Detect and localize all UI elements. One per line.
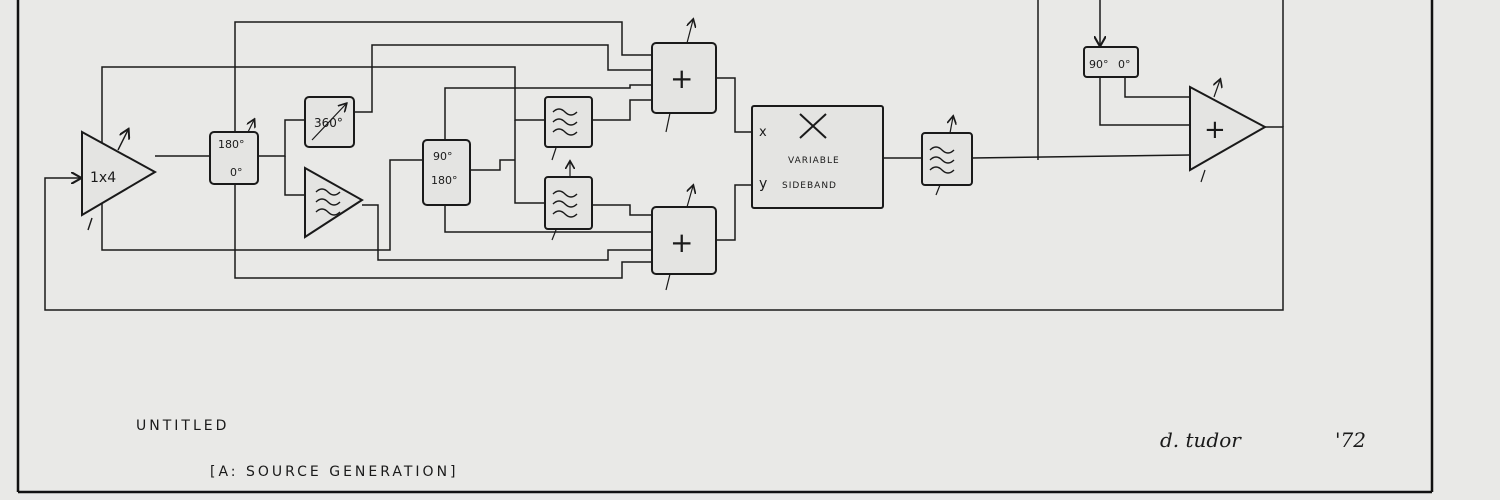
filter-triangle (304, 166, 364, 239)
svg-text:+: + (670, 62, 693, 95)
variable-sideband-modulator: x y VARIABLE SIDEBAND (751, 105, 884, 209)
diagram-subtitle: [A: SOURCE GENERATION] (210, 464, 459, 480)
page-border (16, 0, 1434, 494)
diagram-title: UNTITLED (136, 418, 230, 434)
svg-text:90°: 90° (433, 150, 453, 163)
output-summing-amp: + (1189, 80, 1268, 183)
svg-text:1x4: 1x4 (90, 170, 116, 186)
summing-node-top: + (651, 20, 717, 133)
svg-text:VARIABLE: VARIABLE (788, 156, 840, 166)
svg-text:+: + (1204, 115, 1226, 145)
output-bandpass-filter (921, 117, 973, 196)
wires (44, 0, 1284, 311)
svg-text:0°: 0° (1118, 58, 1131, 71)
svg-text:y: y (759, 176, 767, 192)
svg-text:90°: 90° (1089, 58, 1109, 71)
bandpass-filter-bottom (544, 162, 593, 241)
phase-shifter-360: 360° (304, 96, 355, 148)
summing-node-bottom: + (651, 186, 717, 291)
svg-text:180°: 180° (431, 174, 458, 187)
bandpass-filter-top (544, 96, 593, 161)
svg-text:180°: 180° (218, 138, 245, 151)
phase-shifter-90-180: 90° 180° (422, 139, 471, 206)
svg-text:0°: 0° (230, 166, 243, 179)
svg-text:+: + (670, 226, 693, 259)
svg-text:SIDEBAND: SIDEBAND (782, 181, 837, 191)
signature: d. tudor (1160, 428, 1241, 452)
amp-1x4: 1x4 (81, 130, 158, 231)
phase-shifter-90-0: 90° 0° (1083, 46, 1139, 78)
phase-shifter-180-0: 180° 0° (209, 120, 259, 185)
signature-year: '72 (1335, 428, 1366, 452)
svg-text:x: x (759, 125, 767, 140)
